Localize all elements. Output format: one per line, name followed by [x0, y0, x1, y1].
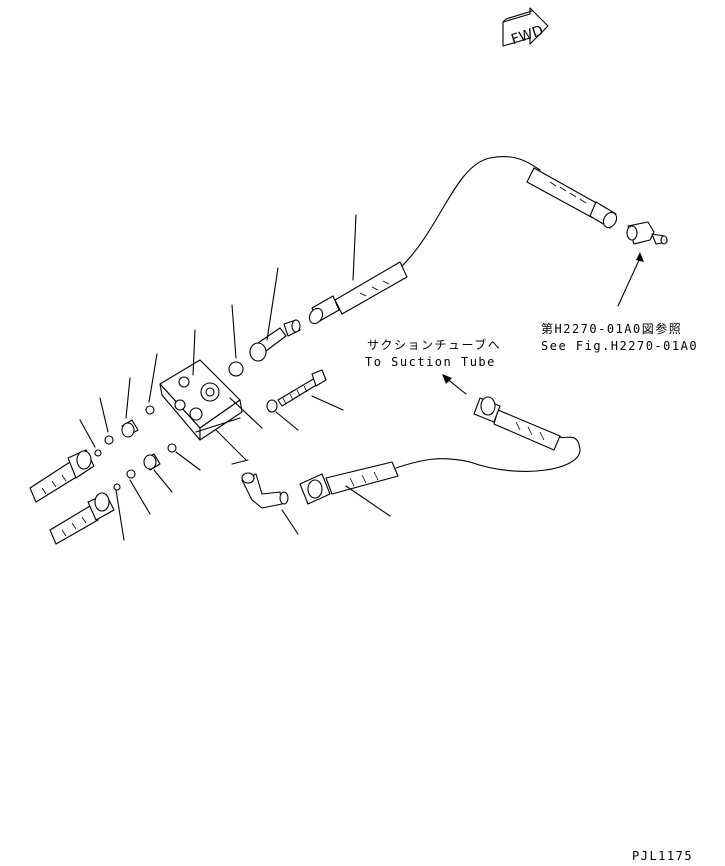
- o-ring-a: [145, 405, 155, 415]
- plug-lower: [143, 453, 161, 471]
- valve-block: [159, 359, 263, 441]
- upper-hose: [308, 156, 618, 325]
- elbow-connector-right: [626, 221, 668, 245]
- drawing-code: PJL1175: [632, 849, 693, 863]
- leader-lines: [79, 214, 391, 541]
- ref-note-en: See Fig.H2270-01A0: [541, 339, 698, 353]
- swivel-fitting-upper: [249, 319, 301, 362]
- o-ring-b: [104, 435, 114, 445]
- fwd-arrow-marker: FWD: [502, 7, 549, 48]
- ref-leader: [617, 257, 641, 307]
- washer: [266, 399, 278, 413]
- lower-hose: [299, 396, 581, 505]
- o-ring-upper: [228, 361, 244, 377]
- o-ring-c: [94, 449, 102, 457]
- suction-note-en: To Suction Tube: [365, 355, 496, 369]
- o-ring-d: [167, 443, 177, 453]
- plug-upper: [121, 419, 139, 438]
- mounting-bolt: [277, 369, 327, 407]
- left-hose-lower: [49, 492, 115, 545]
- left-hose-upper: [29, 449, 95, 503]
- o-ring-f: [113, 483, 121, 491]
- suction-note-jp: サクションチューブへ: [367, 337, 501, 352]
- ref-note-jp: 第H2270-01A0図参照: [541, 321, 682, 336]
- suction-arrow-head: [442, 374, 452, 384]
- ref-arrow-head: [636, 252, 644, 262]
- elbow-fitting-lower: [241, 472, 289, 509]
- o-ring-e: [126, 469, 136, 479]
